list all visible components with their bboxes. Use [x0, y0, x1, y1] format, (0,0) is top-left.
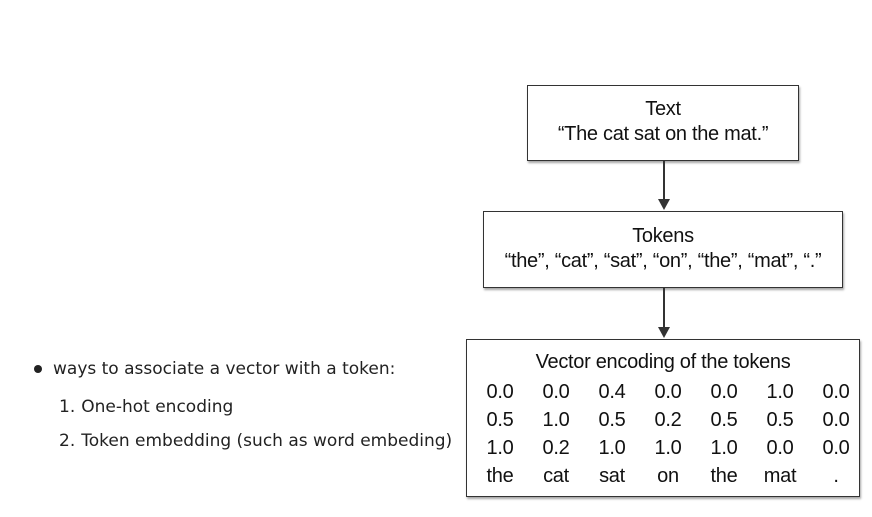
list-item: 2. Token embedding (such as word embedin… [59, 424, 464, 458]
tokens-box-title: Tokens [632, 225, 694, 247]
list-item-text: One-hot encoding [81, 397, 234, 417]
tokens-box: Tokens “the”, “cat”, “sat”, “on”, “the”,… [483, 211, 843, 288]
token-label: cat [543, 464, 569, 487]
text-box: Text “The cat sat on the mat.” [527, 85, 799, 161]
vector-value: 0.5 [486, 408, 514, 431]
token-label: the [710, 464, 738, 487]
arrow-down-icon [658, 161, 670, 210]
vectors-box-title: Vector encoding of the tokens [535, 351, 791, 373]
vector-value: 1.0 [486, 436, 514, 459]
vector-value: 0.5 [598, 408, 626, 431]
vector-value: 1.0 [598, 436, 626, 459]
vector-value: 0.0 [822, 380, 850, 403]
vector-value: 0.2 [542, 436, 570, 459]
vector-value: 0.0 [822, 408, 850, 431]
vector-value: 1.0 [766, 380, 794, 403]
vector-value: 0.2 [654, 408, 682, 431]
token-label: sat [599, 464, 625, 487]
vector-value: 0.0 [542, 380, 570, 403]
token-label: mat [763, 464, 797, 487]
text-box-title: Text [645, 98, 681, 120]
vector-value: 1.0 [710, 436, 738, 459]
vector-value: 0.0 [766, 436, 794, 459]
bullet-icon [34, 365, 42, 373]
list-item-number: 2. [59, 431, 76, 451]
text-box-content: “The cat sat on the mat.” [557, 123, 769, 145]
list-item-number: 1. [59, 397, 76, 417]
bullet-text: ways to associate a vector with a token: [53, 359, 396, 379]
bullet-item: ways to associate a vector with a token: [34, 356, 464, 382]
tokens-box-content: “the”, “cat”, “sat”, “on”, “the”, “mat”,… [504, 250, 822, 272]
vector-value: 0.0 [486, 380, 514, 403]
list-item-text: Token embedding (such as word embeding) [81, 431, 453, 451]
notes-list: ways to associate a vector with a token:… [34, 356, 464, 458]
vector-value: 0.4 [598, 380, 626, 403]
vector-value: 0.5 [710, 408, 738, 431]
vector-value: 0.0 [654, 380, 682, 403]
vector-value: 1.0 [654, 436, 682, 459]
list-item: 1. One-hot encoding [59, 390, 464, 424]
token-label: the [486, 464, 514, 487]
vector-value: 0.0 [822, 436, 850, 459]
arrow-down-icon [658, 288, 670, 338]
vector-value: 0.5 [766, 408, 794, 431]
vector-value: 0.0 [710, 380, 738, 403]
token-label: on [657, 464, 679, 487]
vector-value: 1.0 [542, 408, 570, 431]
token-label: . [833, 464, 839, 487]
numbered-list: 1. One-hot encoding 2. Token embedding (… [59, 390, 464, 458]
vector-grid: 0.0 0.0 0.4 0.0 0.0 1.0 0.0 0.5 1.0 0.5 0.2 0.5 0.5 0… [472, 378, 859, 490]
